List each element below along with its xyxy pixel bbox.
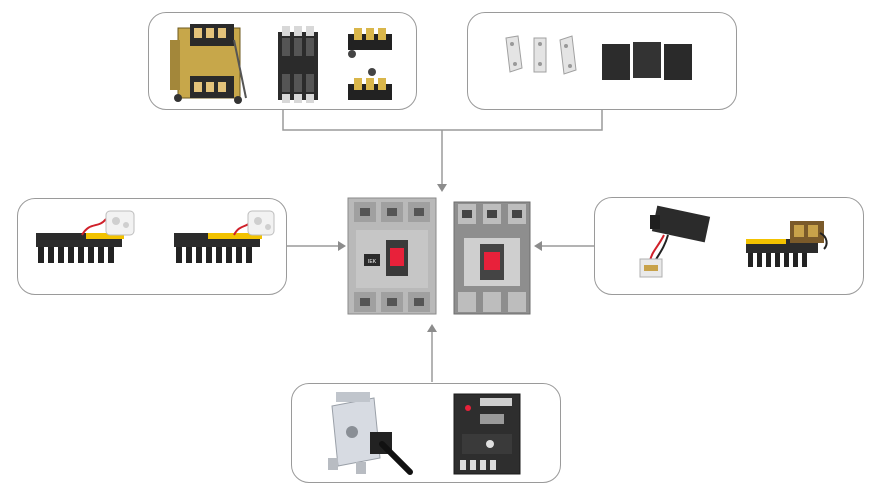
terminal-clamps-image — [348, 28, 392, 100]
shunt-release-image — [639, 205, 711, 278]
connector-top — [282, 110, 603, 131]
auxiliary-contact-image — [36, 210, 135, 263]
rotary-mechanism-image — [170, 24, 247, 104]
alarm-contact-image — [174, 210, 275, 263]
phase-barriers-image — [602, 42, 692, 80]
brand-label: IEK — [368, 259, 377, 265]
undervoltage-release-image — [746, 221, 828, 267]
group-right — [594, 197, 864, 295]
arrow-up — [427, 324, 437, 332]
arrow-down — [437, 184, 447, 192]
motor-drive-image — [453, 393, 521, 475]
arrow-right — [338, 241, 346, 251]
busbar-extensions-image — [505, 35, 577, 75]
arrow-left — [534, 241, 542, 251]
breaker-with-label-image: IEK — [347, 197, 437, 315]
breaker-plain-image — [453, 201, 531, 315]
external-rotary-handle-image — [328, 392, 413, 475]
terminal-covers-image — [278, 26, 318, 103]
